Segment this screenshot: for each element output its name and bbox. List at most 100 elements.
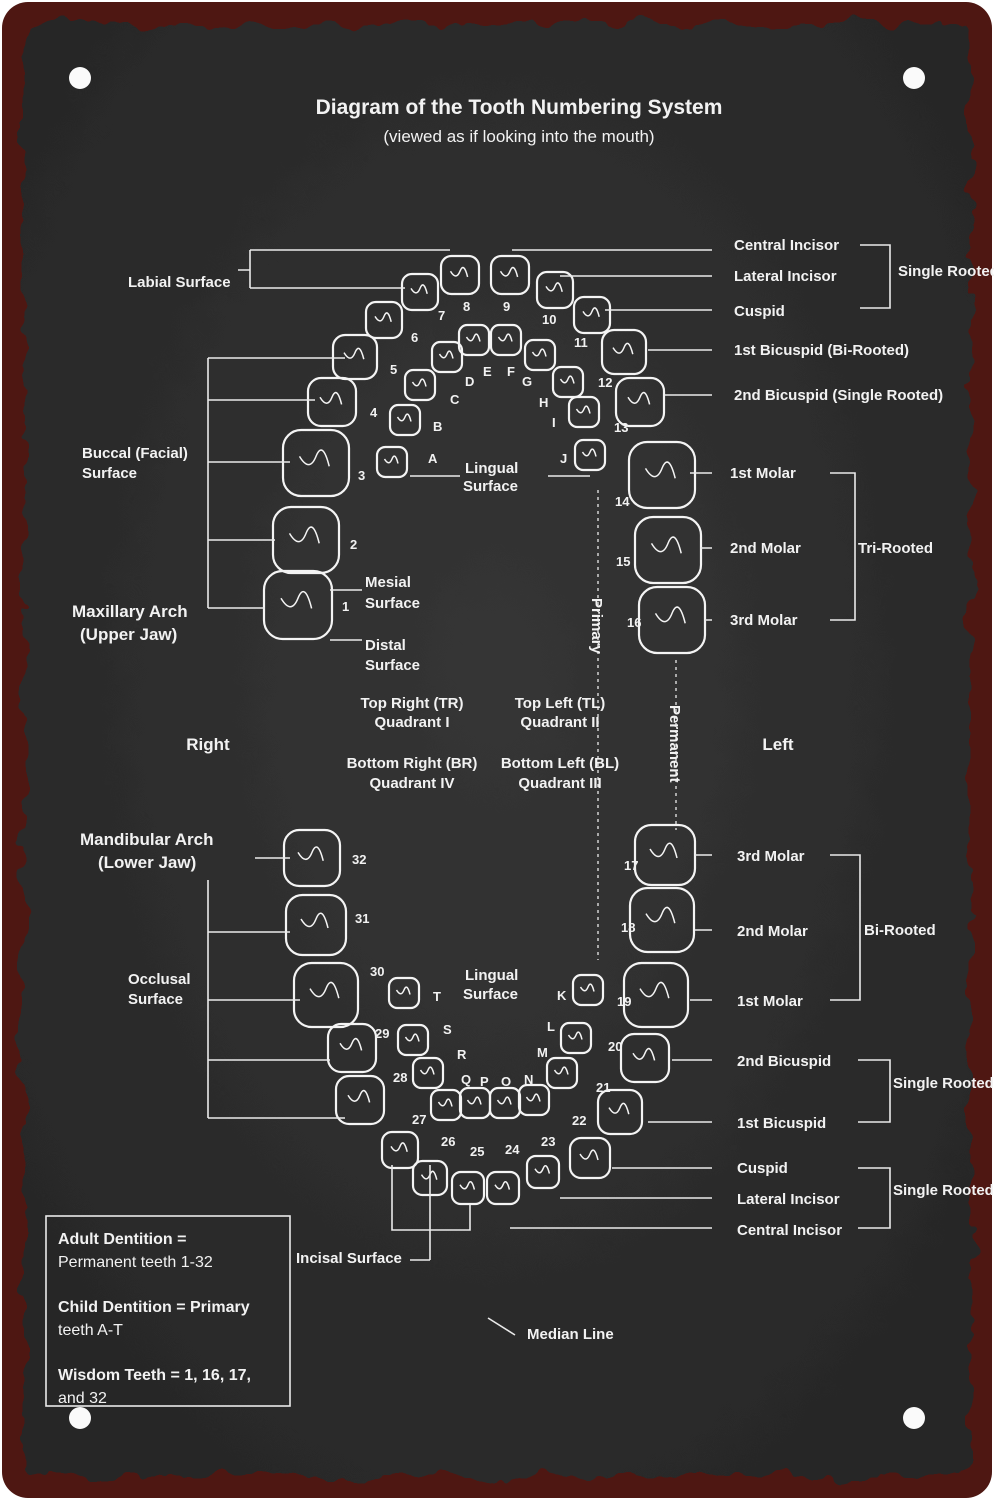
tooth-number: N xyxy=(524,1072,533,1087)
tooth-outline xyxy=(535,270,575,310)
label-lateral-incisor: Lateral Incisor xyxy=(734,268,837,285)
tooth-outline xyxy=(380,1130,420,1170)
tooth-number: 26 xyxy=(441,1134,455,1149)
tooth-number: 10 xyxy=(542,312,556,327)
label-distal: Surface xyxy=(365,657,420,674)
tooth-outline xyxy=(400,272,440,312)
label-primary: Primary xyxy=(588,598,605,655)
primary-tooth: Q xyxy=(429,1072,471,1122)
tooth-number: 23 xyxy=(541,1134,555,1149)
tooth-outline xyxy=(364,300,404,340)
permanent-tooth: 25 xyxy=(450,1144,486,1206)
tooth-number: S xyxy=(443,1022,452,1037)
tooth-outline xyxy=(596,1088,644,1136)
tooth-outline xyxy=(568,1136,612,1180)
permanent-tooth: 4 xyxy=(306,376,378,428)
primary-tooth: B xyxy=(388,403,442,437)
tooth-number: J xyxy=(560,451,567,466)
svg-text:Child Dentition = Primary: Child Dentition = Primary xyxy=(58,1299,250,1316)
tooth-outline xyxy=(292,961,360,1029)
tooth-number: 11 xyxy=(574,335,588,350)
primary-tooth: S xyxy=(396,1022,452,1057)
tooth-number: E xyxy=(483,364,492,379)
tooth-number: O xyxy=(501,1074,511,1089)
tooth-outline xyxy=(281,428,351,498)
tooth-outline xyxy=(411,1056,445,1090)
tooth-outline xyxy=(331,333,379,381)
label-labial-surface: Labial Surface xyxy=(128,274,231,291)
primary-tooth: L xyxy=(547,1019,593,1055)
group-single-rooted: Single Rooted xyxy=(893,1182,994,1199)
tooth-outline xyxy=(571,973,605,1007)
leader-lines xyxy=(207,244,891,1336)
permanent-tooth: 15 xyxy=(616,515,703,585)
tooth-number: 4 xyxy=(370,405,378,420)
svg-text:Bottom Left (BL): Bottom Left (BL) xyxy=(501,755,619,772)
tooth-number: 21 xyxy=(596,1080,610,1095)
label-lingual: Lingual xyxy=(465,460,518,477)
tooth-number: 20 xyxy=(608,1039,622,1054)
label-lingual: Surface xyxy=(463,986,518,1003)
label-buccal: Surface xyxy=(82,465,137,482)
label-mesial: Surface xyxy=(365,595,420,612)
tooth-number: 12 xyxy=(598,375,612,390)
label-1st-molar: 1st Molar xyxy=(737,993,803,1010)
primary-tooth: T xyxy=(387,976,441,1010)
primary-tooth: K xyxy=(557,973,605,1007)
permanent-tooth: 14 xyxy=(615,440,697,510)
tooth-outline xyxy=(551,365,585,399)
label-2nd-bicuspid: 2nd Bicuspid (Single Rooted) xyxy=(734,387,943,404)
permanent-tooth: 32 xyxy=(282,828,366,888)
tooth-number: G xyxy=(522,374,532,389)
label-left: Left xyxy=(762,735,794,754)
permanent-tooth: 6 xyxy=(364,300,418,345)
subtitle: (viewed as if looking into the mouth) xyxy=(383,127,654,146)
tooth-number: 16 xyxy=(627,615,641,630)
svg-text:Quadrant II: Quadrant II xyxy=(520,714,599,731)
permanent-tooth: 31 xyxy=(284,893,369,957)
primary-tooth: D xyxy=(430,340,474,389)
permanent-tooth: 3 xyxy=(281,428,365,498)
tooth-outline xyxy=(429,1088,463,1122)
primary-tooth: R xyxy=(411,1047,467,1090)
tooth-number: 28 xyxy=(393,1070,407,1085)
tooth-number: 27 xyxy=(412,1112,426,1127)
tooth-number: 31 xyxy=(355,911,369,926)
tooth-outline xyxy=(489,254,531,296)
hole-icon xyxy=(69,67,91,89)
label-2nd-molar: 2nd Molar xyxy=(737,923,808,940)
primary-tooth: H xyxy=(539,365,585,410)
primary-tooth: A xyxy=(375,445,438,479)
upper-tooth-type-labels: Central Incisor Lateral Incisor Cuspid 1… xyxy=(730,237,994,629)
tooth-number: 7 xyxy=(438,308,445,323)
hole-icon xyxy=(903,1407,925,1429)
label-mandibular-arch: Mandibular Arch xyxy=(80,830,214,849)
permanent-tooth: 1 xyxy=(262,569,349,641)
permanent-tooth: 19 xyxy=(617,961,690,1029)
tooth-number: 17 xyxy=(624,858,638,873)
tooth-outline xyxy=(523,338,557,372)
tooth-outline xyxy=(489,323,523,357)
permanent-tooth: 16 xyxy=(627,585,707,655)
tooth-outline xyxy=(485,1170,521,1206)
tooth-number: Q xyxy=(461,1072,471,1087)
tooth-number: R xyxy=(457,1047,467,1062)
permanent-tooth: 28 xyxy=(334,1070,407,1126)
primary-tooth: M xyxy=(537,1045,579,1090)
permanent-tooth: 12 xyxy=(598,328,648,390)
tooth-number: B xyxy=(433,419,442,434)
label-median-line: Median Line xyxy=(527,1326,614,1343)
tooth-outline xyxy=(430,340,464,374)
tooth-number: P xyxy=(480,1074,489,1089)
tooth-number: 24 xyxy=(505,1142,520,1157)
primary-tooth: I xyxy=(552,395,601,430)
tooth-outline xyxy=(450,1170,486,1206)
group-bi-rooted: Bi-Rooted xyxy=(864,922,936,939)
tooth-outline xyxy=(375,445,409,479)
svg-text:teeth A-T: teeth A-T xyxy=(58,1322,123,1339)
label-2nd-molar: 2nd Molar xyxy=(730,540,801,557)
hole-icon xyxy=(903,67,925,89)
tooth-number: 9 xyxy=(503,299,510,314)
label-occlusal: Surface xyxy=(128,991,183,1008)
